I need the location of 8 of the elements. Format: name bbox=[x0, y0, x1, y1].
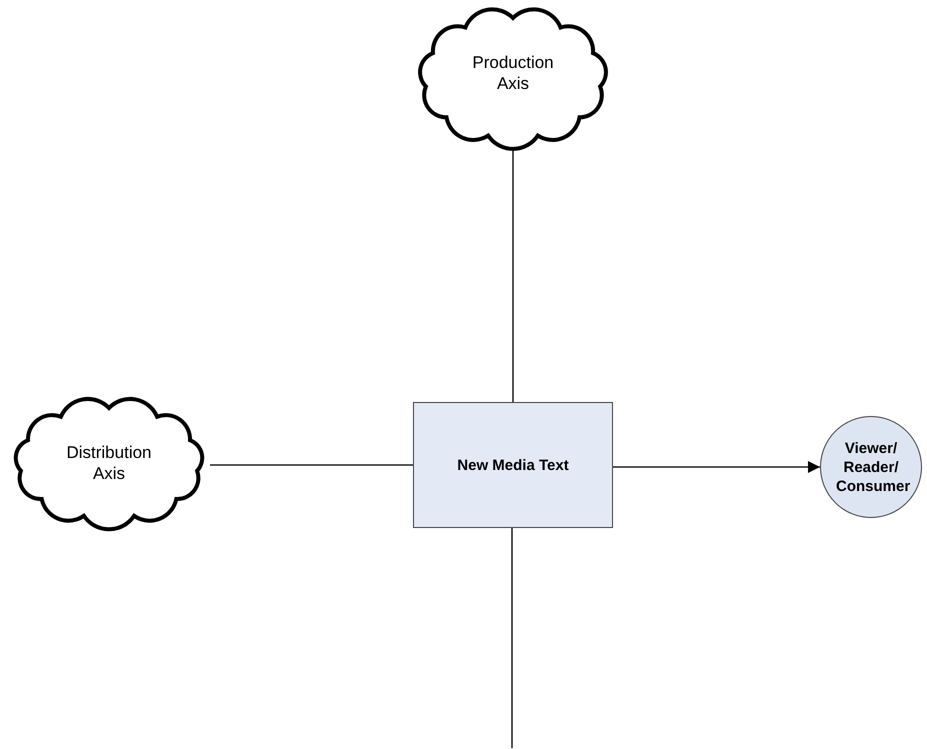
connector-line bbox=[511, 528, 513, 748]
connector-line bbox=[512, 150, 514, 402]
process-box bbox=[413, 402, 613, 528]
node-label: Distribution Axis bbox=[65, 442, 153, 484]
node-label: New Media Text bbox=[457, 456, 569, 474]
node-label: Production Axis bbox=[471, 52, 555, 94]
arrow bbox=[613, 461, 820, 473]
connector-line bbox=[210, 464, 413, 466]
